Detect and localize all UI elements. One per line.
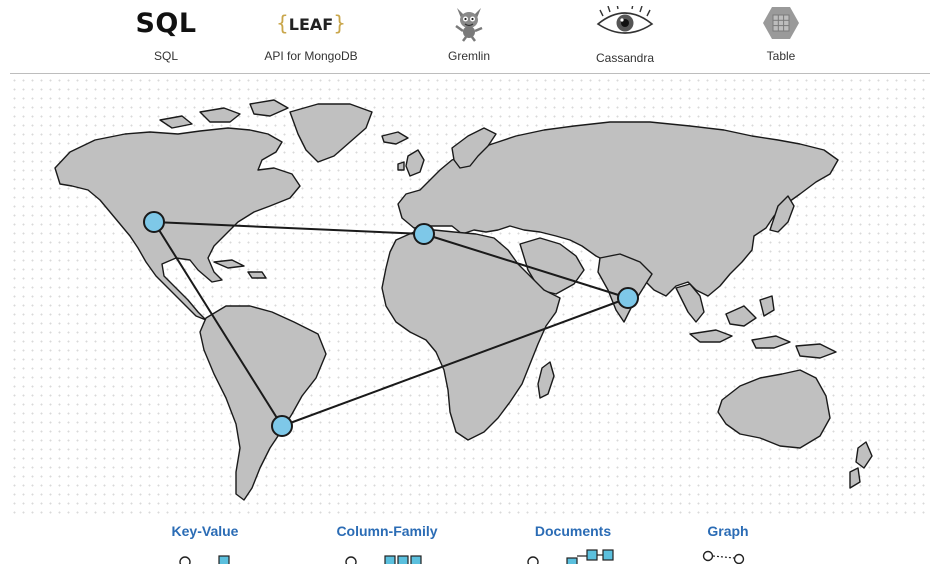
region-node-south-america[interactable] — [271, 415, 293, 437]
api-label-mongodb: API for MongoDB — [264, 49, 358, 63]
link-north-america-north-africa — [153, 221, 425, 235]
land-iceland — [381, 131, 409, 145]
model-label-graph: Graph — [707, 523, 749, 539]
land-arctic-islands — [159, 99, 289, 129]
land-greenland — [289, 103, 373, 163]
eye-icon — [560, 4, 690, 42]
model-label-documents: Documents — [534, 523, 612, 539]
land-new-zealand — [849, 441, 873, 489]
api-label-cassandra: Cassandra — [595, 51, 655, 65]
land-caribbean — [213, 259, 267, 279]
land-south-america — [199, 305, 327, 501]
api-mongodb[interactable]: {LEAF} API for MongoDB — [246, 0, 376, 72]
land-eurasia — [397, 121, 839, 297]
api-table[interactable]: Table — [716, 0, 846, 72]
model-label-key-value: Key-Value — [171, 523, 239, 539]
world-map-svg — [54, 99, 873, 501]
land-southeast-asia — [675, 283, 705, 323]
world-map — [10, 76, 930, 516]
column-family-icon — [345, 555, 422, 564]
model-label-column-family: Column-Family — [336, 523, 438, 539]
region-node-south-asia[interactable] — [617, 287, 639, 309]
api-label-sql: SQL — [153, 49, 178, 63]
key-value-icon — [179, 555, 230, 564]
link-north-africa-south-asia — [423, 233, 629, 299]
connections — [153, 221, 629, 427]
api-cassandra[interactable]: Cassandra — [560, 0, 690, 72]
sql-logo: SQL — [135, 7, 197, 39]
divider — [10, 73, 930, 74]
land-australia — [717, 369, 831, 449]
api-bar: SQL SQL {LEAF} API for MongoDB — [0, 0, 940, 74]
land-british-isles — [397, 149, 425, 177]
api-label-gremlin: Gremlin — [447, 49, 490, 63]
land-japan — [769, 195, 795, 233]
leaf-logo: {LEAF} — [276, 11, 346, 35]
land-indonesia — [689, 295, 837, 359]
api-sql[interactable]: SQL SQL — [101, 0, 231, 72]
region-node-north-africa[interactable] — [413, 223, 435, 245]
link-south-america-north-america — [153, 221, 283, 427]
graph-icon — [702, 550, 745, 564]
documents-icon — [527, 549, 614, 564]
continents — [54, 99, 873, 501]
link-south-asia-south-america — [281, 297, 629, 427]
land-madagascar — [537, 361, 555, 399]
land-scandinavia — [451, 127, 497, 169]
land-africa — [381, 229, 561, 441]
region-node-north-america[interactable] — [143, 211, 165, 233]
hexagon-grid-icon — [716, 4, 846, 42]
api-gremlin[interactable]: Gremlin — [404, 0, 534, 72]
region-nodes — [143, 211, 639, 437]
gremlin-mascot-icon — [404, 4, 534, 42]
api-label-table: Table — [766, 49, 796, 63]
